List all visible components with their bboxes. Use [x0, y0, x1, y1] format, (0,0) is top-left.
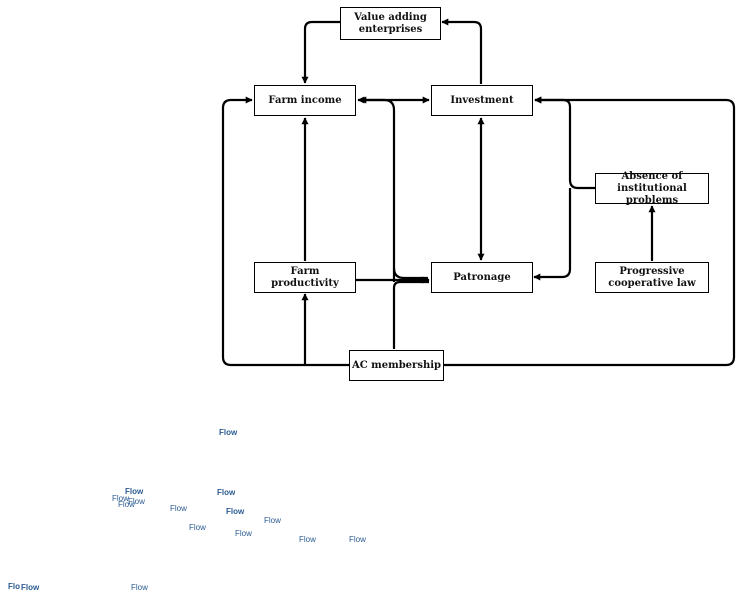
node-progressive-law[interactable]: Progressive cooperative law	[595, 262, 709, 293]
node-farm-income-label: Farm income	[268, 94, 342, 106]
node-investment[interactable]: Investment	[431, 85, 533, 116]
node-patronage[interactable]: Patronage	[431, 262, 533, 293]
edge-membership-left-loop	[221, 96, 305, 367]
node-progressive-law-label: Progressive cooperative law	[608, 265, 696, 289]
node-absence[interactable]: Absence of institutional problems	[595, 170, 709, 206]
node-investment-label: Investment	[450, 94, 514, 106]
flow-label[interactable]: Flow	[128, 497, 145, 506]
flow-label[interactable]: Flow	[349, 535, 366, 544]
node-farm-income[interactable]: Farm income	[254, 85, 356, 116]
flow-label[interactable]: Flow	[21, 583, 40, 592]
edge-investment-value-adding	[441, 18, 483, 84]
flow-label[interactable]: Flow	[118, 500, 135, 509]
flow-label[interactable]: Flow	[131, 583, 148, 592]
node-ac-membership[interactable]: AC membership	[349, 350, 444, 381]
flow-label[interactable]: Flow	[125, 487, 144, 496]
flow-label[interactable]: Flo	[8, 582, 20, 591]
edge-absence-patronage	[533, 188, 572, 281]
node-ac-membership-label: AC membership	[351, 359, 442, 371]
flow-label[interactable]: Flow	[219, 428, 238, 437]
node-farm-productivity-label: Farm productivity	[271, 265, 339, 289]
flow-label[interactable]: Flow	[112, 494, 129, 503]
edge-membership-trunk	[392, 280, 429, 349]
node-value-adding[interactable]: Value adding enterprises	[340, 7, 441, 40]
node-patronage-label: Patronage	[453, 271, 511, 283]
flow-label[interactable]: Flow	[217, 488, 236, 497]
edge-membership-productivity	[301, 293, 350, 367]
flow-label[interactable]: Flow	[264, 516, 281, 525]
edge-value-adding-farm-income	[301, 20, 340, 84]
flow-label[interactable]: Flow	[235, 529, 252, 538]
edge-membership-patronage-loop	[392, 267, 428, 280]
flow-label[interactable]: Flow	[189, 523, 206, 532]
node-absence-label: Absence of institutional problems	[617, 170, 687, 206]
node-value-adding-label: Value adding enterprises	[354, 11, 427, 35]
edge-membership-farm-income	[359, 96, 396, 282]
flow-label[interactable]: Flow	[299, 535, 316, 544]
node-farm-productivity[interactable]: Farm productivity	[254, 262, 356, 293]
flow-label[interactable]: Flow	[170, 504, 187, 513]
flow-label[interactable]: Flow	[226, 507, 245, 516]
edge-membership-right-loop	[444, 96, 736, 367]
edge-absence-investment	[534, 96, 595, 190]
